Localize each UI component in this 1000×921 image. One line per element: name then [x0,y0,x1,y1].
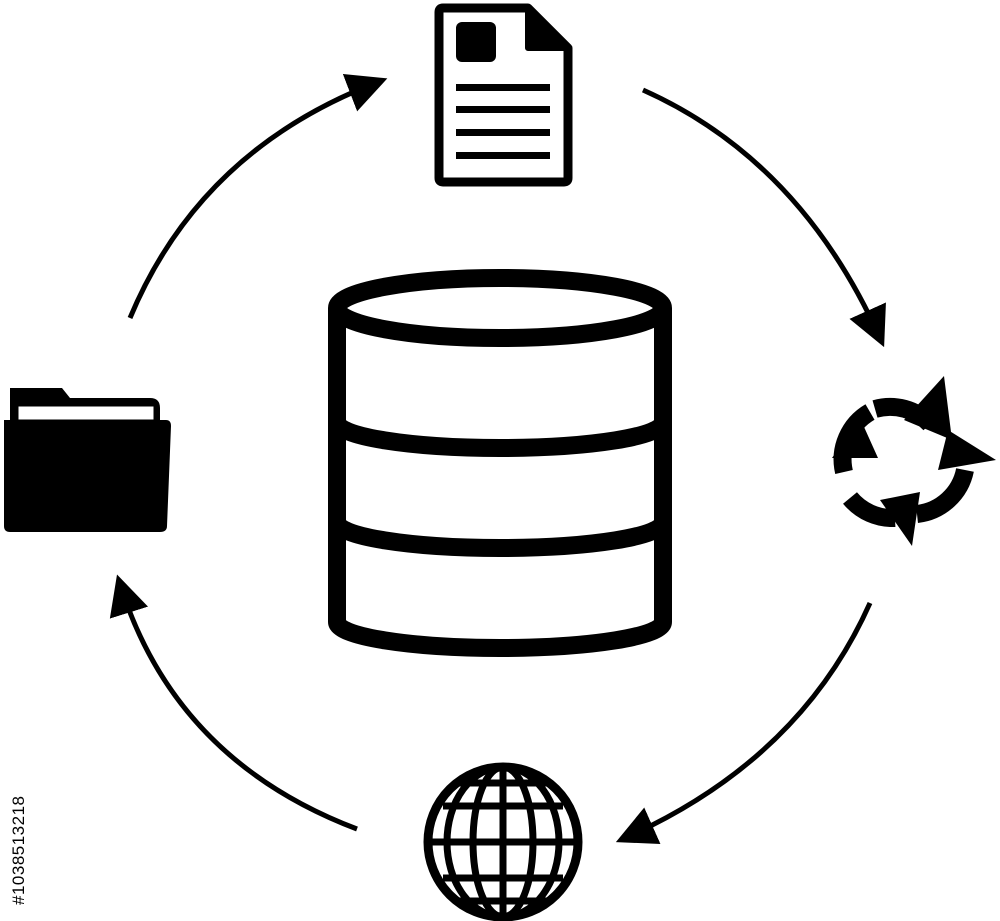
arrow-folder-to-document [127,74,388,319]
refresh-cycle-icon [832,376,996,546]
arrow-sync-to-globe [615,601,873,845]
stock-id-label: #1038513218 [9,795,28,905]
folder-icon [4,388,171,532]
database-icon [328,269,672,657]
arrow-document-to-sync [641,87,886,348]
globe-icon [423,762,583,921]
arrow-globe-to-folder [109,574,358,832]
document-icon [434,3,573,187]
